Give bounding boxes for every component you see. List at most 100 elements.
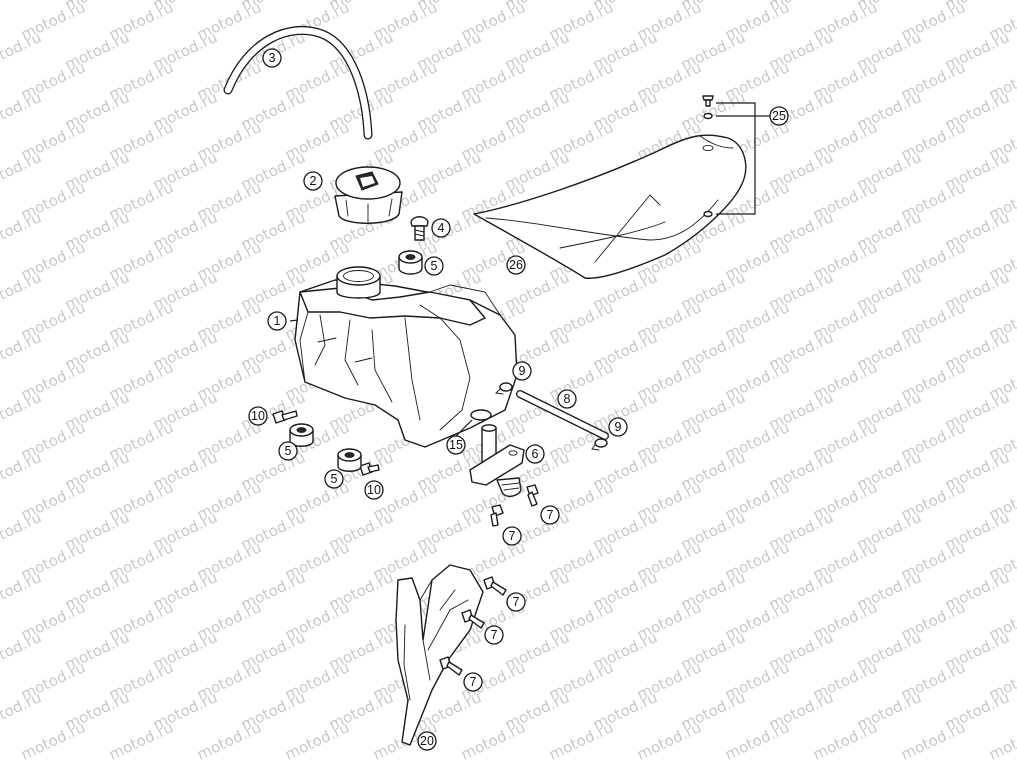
- callout-circle: [608, 417, 628, 437]
- hose-clamp-lower: [591, 438, 608, 451]
- callout-circle: [446, 435, 466, 455]
- callout-circle: [502, 526, 522, 546]
- callout-c6: 6: [525, 444, 545, 464]
- callout-circle: [324, 469, 344, 489]
- callout-label: 10: [367, 483, 381, 497]
- watermark-text: motod.ru: [0, 568, 44, 613]
- callout-circle: [431, 218, 451, 238]
- rubber-bushing-top: [398, 250, 423, 275]
- callout-c7c: 7: [506, 592, 526, 612]
- callout-label: 25: [772, 109, 786, 123]
- watermark-text: motod.ru: [194, 718, 264, 763]
- callout-label: 3: [269, 51, 276, 65]
- callout-circle: [262, 48, 282, 68]
- tap-screw-right: [526, 484, 539, 507]
- callout-circle: [540, 505, 560, 525]
- cover-screw-3: [439, 656, 463, 676]
- watermark-text: motod.ru: [0, 88, 44, 133]
- rubber-bushing-lower: [337, 448, 362, 472]
- watermark-text: motod.ru: [546, 718, 616, 763]
- callout-circle: [506, 592, 526, 612]
- breather-hose: [223, 26, 373, 140]
- callout-label: 6: [532, 447, 539, 461]
- watermark-text: motod.ru: [0, 628, 44, 673]
- callout-label: 5: [285, 444, 292, 458]
- watermark-text: motod.ru: [0, 0, 44, 14]
- callout-label: 4: [438, 221, 445, 235]
- callout-label: 7: [547, 508, 554, 522]
- callout-label: 9: [519, 364, 526, 378]
- callout-label: 7: [509, 529, 516, 543]
- callout-label: 2: [310, 174, 317, 188]
- callout-label: 5: [431, 259, 438, 273]
- fuel-tank: [294, 266, 518, 448]
- callout-label: 7: [513, 595, 520, 609]
- o-ring: [470, 409, 492, 421]
- watermark-text: motod.ru: [810, 718, 880, 763]
- tank-bolt-top: [410, 216, 429, 241]
- watermark-text: motod.ru: [722, 718, 792, 763]
- watermark-text: motod.ru: [898, 718, 968, 763]
- fuel-cap: [334, 166, 403, 224]
- callout-circle: [525, 444, 545, 464]
- callout-label: 7: [491, 628, 498, 642]
- watermark-text: motod.ru: [0, 328, 44, 373]
- callout-label: 5: [331, 472, 338, 486]
- callout-c7d: 7: [484, 625, 504, 645]
- watermark-text: motod.ru: [0, 448, 44, 493]
- callout-label: 1: [274, 314, 281, 328]
- watermark-text: motod.ru: [0, 688, 44, 733]
- seat-screw-kit: [702, 95, 714, 218]
- callout-label: 9: [615, 420, 622, 434]
- callout-c26: 26: [506, 255, 526, 275]
- tank-bolt-left: [272, 410, 298, 424]
- watermark-text: motod.ru: [0, 148, 44, 193]
- callout-c10b: 10: [364, 480, 384, 500]
- tank-bolt-lower: [359, 462, 380, 476]
- callout-label: 26: [509, 258, 523, 272]
- callout-circle: [769, 106, 789, 126]
- callout-label: 20: [420, 734, 434, 748]
- callout-circle: [557, 389, 577, 409]
- callout-c7e: 7: [463, 672, 483, 692]
- watermark-text: motod.ru: [0, 388, 44, 433]
- callout-c1: 1: [267, 311, 287, 331]
- seat: [473, 134, 747, 279]
- watermark-text: motod.ru: [458, 718, 528, 763]
- tap-screw-bottom: [490, 504, 504, 527]
- callout-c3: 3: [262, 48, 282, 68]
- callout-c7b: 7: [502, 526, 522, 546]
- callout-c5c: 5: [324, 469, 344, 489]
- cover-screw-2: [461, 609, 485, 629]
- watermark-text: motod.ru: [634, 718, 704, 763]
- callout-circle: [248, 406, 268, 426]
- side-cover: [395, 564, 484, 746]
- cover-screw-1: [483, 576, 507, 596]
- callout-c20: 20: [417, 731, 437, 751]
- watermark-text: motod.ru: [986, 718, 1017, 763]
- callout-label: 10: [251, 409, 265, 423]
- rubber-bushing-left: [289, 423, 314, 447]
- watermark-text: motod.ru: [0, 268, 44, 313]
- watermark-text: motod.ru: [18, 718, 88, 763]
- callout-circle: [303, 171, 323, 191]
- fuel-tap: [469, 424, 525, 497]
- callout-circle: [278, 441, 298, 461]
- watermark-text: motod.ru: [0, 28, 44, 73]
- callout-circle: [417, 731, 437, 751]
- callout-c9b: 9: [608, 417, 628, 437]
- watermark-text: motod.ru: [0, 208, 44, 253]
- watermark-text: motod.ru: [106, 718, 176, 763]
- callout-circle: [424, 256, 444, 276]
- hose-clamp-upper: [495, 382, 513, 395]
- callout-c7a: 7: [540, 505, 560, 525]
- callout-c5a: 5: [424, 256, 444, 276]
- callout-circle: [484, 625, 504, 645]
- callout-label: 15: [449, 438, 463, 452]
- callout-c2: 2: [303, 171, 323, 191]
- callout-c9a: 9: [512, 361, 532, 381]
- callout-circle: [463, 672, 483, 692]
- callout-circle: [267, 311, 287, 331]
